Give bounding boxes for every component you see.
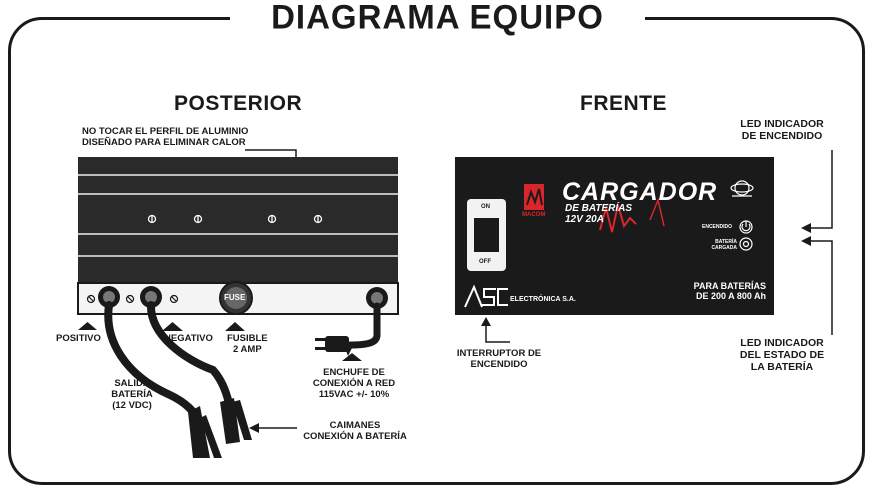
label-led-power: LED INDICADOR DE ENCENDIDO	[740, 118, 824, 142]
rear-label-pointers	[78, 322, 362, 361]
rear-heading: POSTERIOR	[174, 92, 303, 115]
label-positive: POSITIVO	[56, 333, 101, 344]
rear-device-drawing	[77, 149, 399, 458]
heatsink-fins	[78, 174, 398, 257]
led-power-text: ENCENDIDO	[702, 224, 733, 230]
diagram-title: DIAGRAMA EQUIPO	[230, 0, 645, 35]
battery-led	[739, 237, 753, 251]
power-cord	[346, 302, 381, 349]
label-clamps: CAIMANES CONEXIÓN A BATERÍA	[303, 420, 407, 442]
led-battery-text: BATERÍA CARGADA	[711, 239, 737, 251]
fuse-cap-text: FUSE	[224, 293, 246, 302]
front-panel-drawing	[455, 150, 833, 343]
label-led-battery: LED INDICADOR DEL ESTADO DE LA BATERÍA	[739, 337, 825, 373]
maker-logo-text: MACOM	[522, 212, 546, 218]
switch-arrow	[481, 317, 491, 326]
power-plug	[315, 336, 352, 356]
heatsink-warning-note: NO TOCAR EL PERFIL DE ALUMINIO DISEÑADO …	[82, 126, 249, 148]
company-name: ELECTRÓNICA S.A.	[510, 296, 576, 303]
switch-off-text: OFF	[479, 259, 491, 265]
waveform-decoration	[599, 204, 637, 233]
heatsink-body	[78, 157, 398, 283]
switch-on-text: ON	[481, 204, 490, 210]
brand-subtitle: DE BATERÍAS	[565, 203, 633, 214]
label-battery-output: SALIDA BATERÍA (12 VDC)	[111, 378, 153, 411]
rear-plate-screws	[86, 294, 179, 304]
label-mains-plug: ENCHUFE DE CONEXIÓN A RED 115VAC +/- 10%	[312, 367, 396, 400]
led-battery-arrow	[801, 236, 811, 246]
label-fuse: FUSIBLE 2 AMP	[227, 333, 268, 355]
brand-title: CARGADOR	[562, 178, 718, 206]
led-power-arrow	[801, 223, 811, 233]
label-power-switch: INTERRUPTOR DE ENCENDIDO	[456, 348, 542, 370]
negative-cable	[146, 301, 234, 414]
heatsink-screws	[147, 214, 323, 224]
label-negative: NEGATIVO	[164, 333, 213, 344]
brand-spec: 12V 20A	[565, 214, 604, 225]
battery-capacity: PARA BATERÍAS DE 200 A 800 Ah	[693, 281, 766, 301]
asc-logo	[464, 284, 508, 308]
switch-leader	[485, 319, 510, 343]
front-panel	[455, 157, 774, 315]
clamps-arrow-head	[249, 423, 259, 433]
front-heading: FRENTE	[580, 92, 667, 115]
alligator-clamps	[188, 398, 252, 458]
certification-emblem	[730, 180, 754, 197]
led-leaders	[810, 150, 833, 335]
